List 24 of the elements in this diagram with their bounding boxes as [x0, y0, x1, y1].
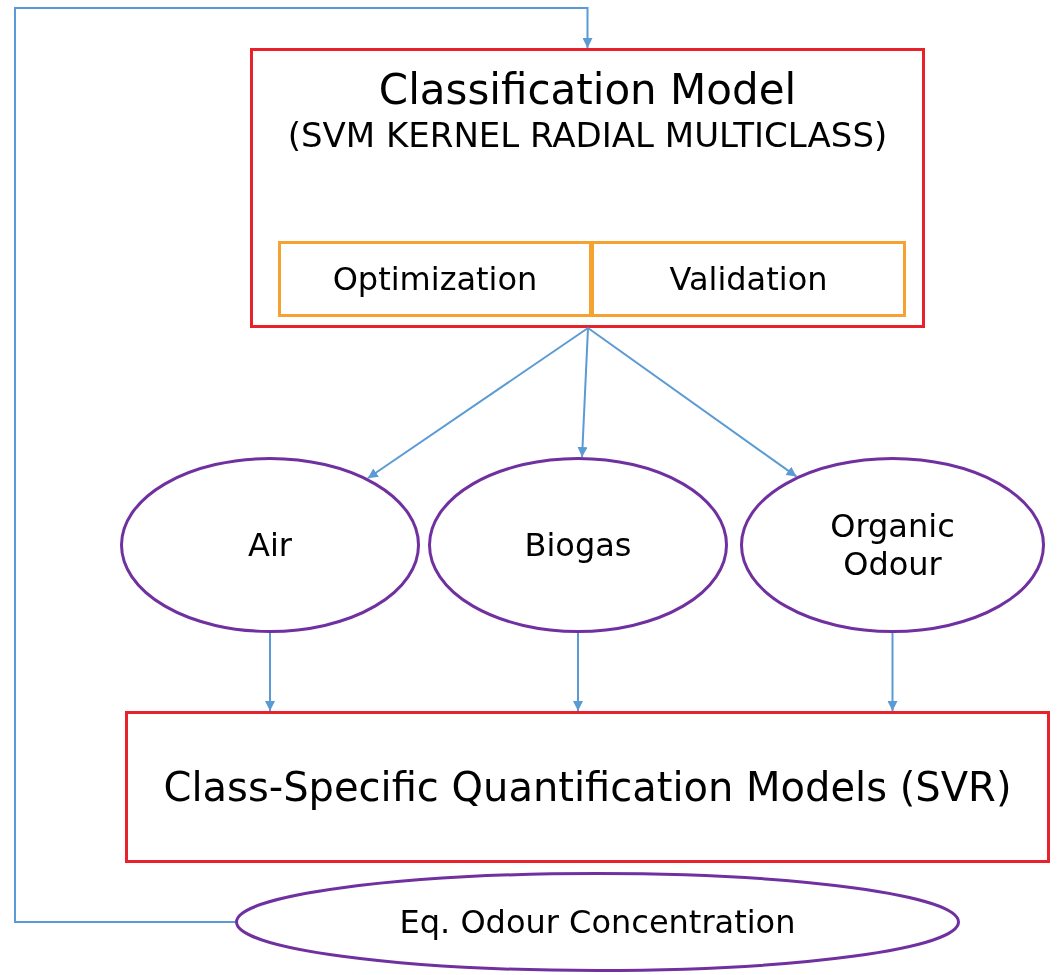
node-label: Air — [248, 525, 292, 565]
class-ellipse — [740, 457, 1045, 633]
arrow — [14, 7, 593, 923]
node-label: Eq. Odour Concentration — [399, 902, 796, 942]
model-box — [250, 48, 925, 328]
arrow — [577, 327, 589, 459]
node-label: Organic Odour — [829, 506, 956, 584]
output-ellipse — [235, 872, 960, 972]
box-title: Classification Model — [378, 65, 797, 116]
arrow — [366, 327, 589, 480]
class-ellipse — [428, 457, 728, 633]
class-ellipse — [120, 457, 420, 633]
arrow — [587, 327, 798, 478]
node-label: Biogas — [524, 525, 632, 565]
arrow — [265, 632, 275, 712]
process-box — [278, 241, 592, 317]
node-label: Class-Specific Quantification Models (SVR) — [163, 763, 1012, 811]
arrow — [887, 632, 898, 712]
process-box — [591, 241, 906, 317]
arrow — [573, 632, 583, 712]
model-box — [125, 711, 1050, 863]
node-label: Validation — [669, 259, 828, 299]
box-subtitle: (SVM KERNEL RADIAL MULTICLASS) — [287, 115, 888, 157]
node-label: Optimization — [332, 259, 538, 299]
